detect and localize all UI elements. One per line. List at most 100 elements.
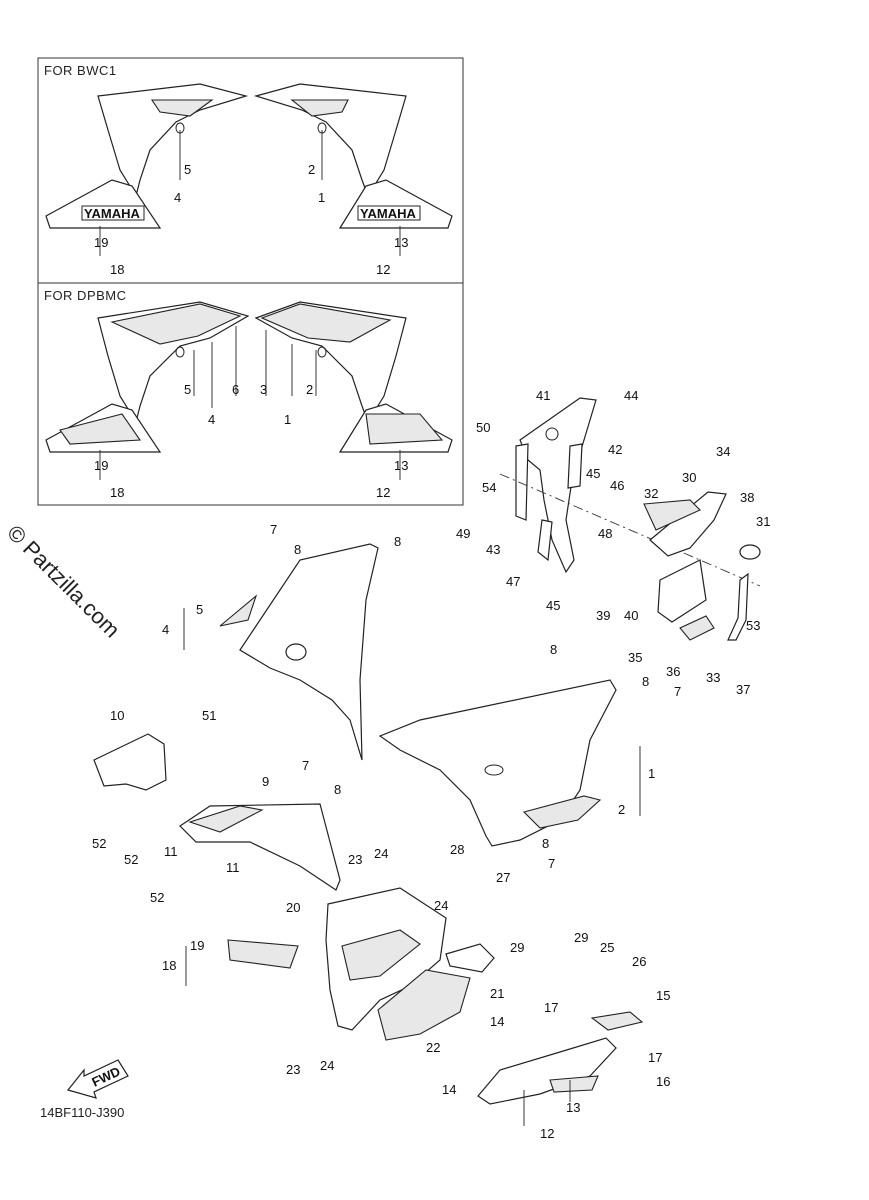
inset2-right-cowl [254,301,407,424]
callout-label: 48 [598,526,612,541]
callout-label: 4 [174,190,181,205]
callout-label: 51 [202,708,216,723]
bracket-10 [93,733,167,791]
callout-label: 30 [682,470,696,485]
callout-label: 17 [648,1050,662,1065]
callout-label: 18 [110,485,124,500]
yamaha-decal-text: YAMAHA [360,206,416,221]
callout-label: 42 [608,442,622,457]
callout-label: 50 [476,420,490,435]
inner-panel-9 [179,803,341,891]
inset1-right-lower-panel [338,179,453,229]
callout-label: 5 [196,602,203,617]
fwd-arrow-icon: FWD [66,1059,129,1099]
inset1-right-cowl [253,83,407,198]
inset2-callouts: 5 4 6 3 2 1 19 18 13 12 [94,382,408,500]
callout-label: 52 [92,836,106,851]
main-callouts: 41 44 50 42 45 46 54 49 43 48 47 45 34 3… [92,388,770,1141]
callout-label: 46 [610,478,624,493]
callout-label: 8 [334,782,341,797]
callout-label: 11 [164,844,178,859]
callout-label: 9 [262,774,269,789]
callout-label: 18 [110,262,124,277]
yamaha-decal-text: YAMAHA [84,206,140,221]
lower-cowl [227,887,447,1031]
callout-label: 15 [656,988,670,1003]
callout-label: 14 [442,1082,456,1097]
callout-label: 52 [124,852,138,867]
callout-label: 31 [756,514,770,529]
inset1-callouts: 5 4 2 1 19 18 13 12 [94,162,408,277]
callout-label: 41 [536,388,550,403]
callout-label: 24 [434,898,448,913]
callout-label: 19 [94,458,108,473]
callout-label: 21 [490,986,504,1001]
inset-box-dpbmc [37,282,464,506]
callout-label: 29 [574,930,588,945]
upper-bracket-41 [519,397,597,574]
callout-label: 24 [374,846,388,861]
callout-label: 52 [150,890,164,905]
callout-label: 3 [260,382,267,397]
callout-label: 19 [94,235,108,250]
callout-label: 7 [674,684,681,699]
left-upper-cowl [219,543,379,761]
callout-label: 7 [302,758,309,773]
callout-label: 32 [644,486,658,501]
callout-label: 5 [184,382,191,397]
callout-label: 7 [548,856,555,871]
inset2-left-lower-panel [45,403,162,453]
upper-bracket-bars [515,443,583,562]
callout-label: 4 [162,622,169,637]
callout-label: 49 [456,526,470,541]
callout-label: 11 [226,860,240,875]
callout-label: 6 [232,382,239,397]
callout-label: 17 [544,1000,558,1015]
callout-label: 35 [628,650,642,665]
inset2-right-lower-panel [338,403,453,453]
callout-label: 12 [376,262,390,277]
callout-label: 37 [736,682,750,697]
inset2-left-cowl [97,301,250,424]
inset1-left-lower-panel [45,179,162,229]
callout-label: 8 [394,534,401,549]
callout-label: 26 [632,954,646,969]
callout-label: 40 [624,608,638,623]
callout-label: 1 [648,766,655,781]
callout-label: 8 [542,836,549,851]
callout-label: 45 [546,598,560,613]
callout-label: 39 [596,608,610,623]
callout-label: 43 [486,542,500,557]
callout-label: 25 [600,940,614,955]
callout-label: 12 [376,485,390,500]
callout-label: 33 [706,670,720,685]
callout-label: 53 [746,618,760,633]
callout-label: 4 [208,412,215,427]
callout-label: 13 [394,458,408,473]
callout-label: 38 [740,490,754,505]
callout-label: 34 [716,444,730,459]
inset-title-dpbmc: FOR DPBMC [44,288,127,303]
callout-label: 1 [318,190,325,205]
callout-label: 44 [624,388,638,403]
callout-label: 12 [540,1126,554,1141]
callout-label: 29 [510,940,524,955]
callout-label: 16 [656,1074,670,1089]
inset-title-bwc1: FOR BWC1 [44,63,117,78]
callout-label: 23 [348,852,362,867]
callout-label: 28 [450,842,464,857]
callout-label: 19 [190,938,204,953]
callout-label: 10 [110,708,124,723]
panel-21 [445,943,495,973]
callout-label: 47 [506,574,520,589]
callout-label: 54 [482,480,496,495]
callout-label: 2 [308,162,315,177]
inset1-left-cowl [97,83,249,198]
callout-label: 8 [550,642,557,657]
callout-label: 8 [294,542,301,557]
right-side-cowl [378,679,617,847]
diagram-code: 14BF110-J390 [40,1105,125,1120]
callout-label: 18 [162,958,176,973]
callout-label: 14 [490,1014,504,1029]
